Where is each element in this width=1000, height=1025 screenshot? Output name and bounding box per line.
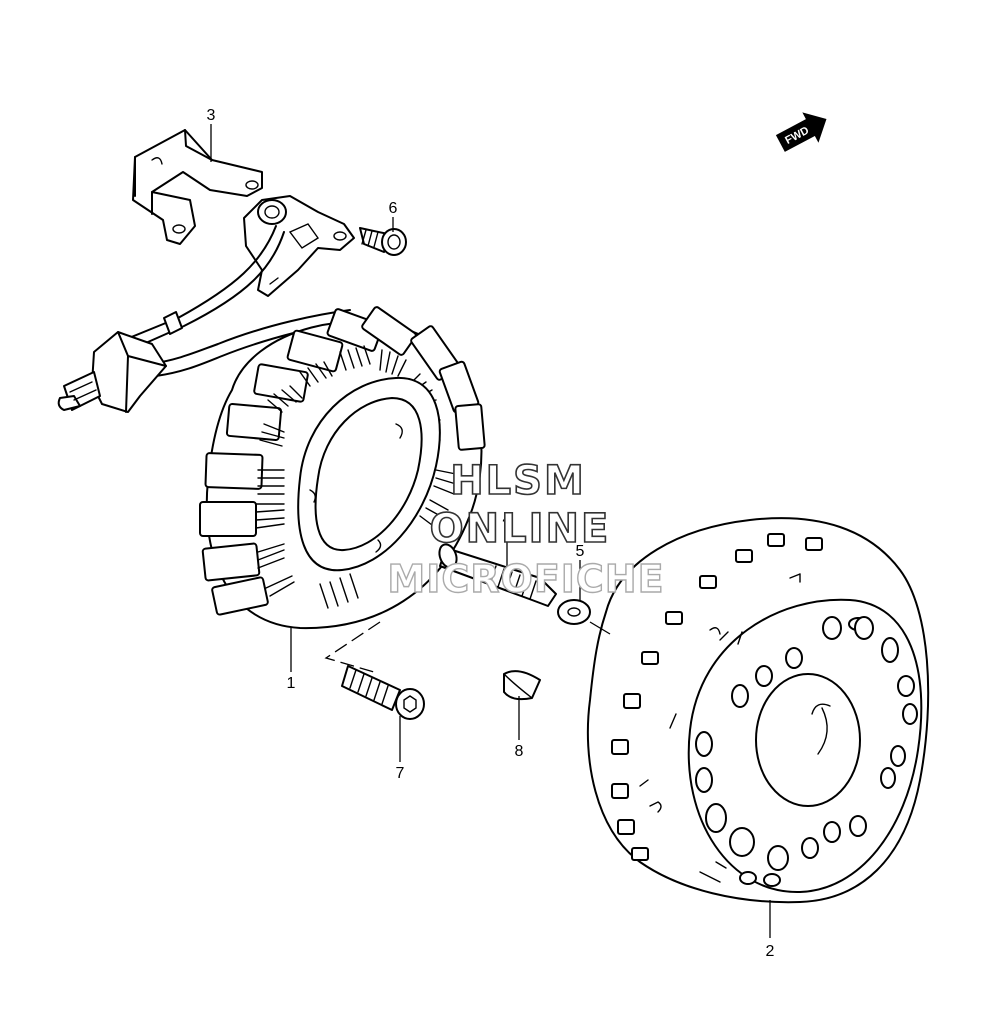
watermark-line-3: MICROFICHE bbox=[387, 557, 664, 601]
stator-part-1 bbox=[199, 306, 486, 630]
callout-6: 6 bbox=[389, 200, 398, 217]
rotor-part-2 bbox=[586, 517, 930, 904]
watermark-line-1: HLSM bbox=[450, 458, 586, 504]
key-part-8 bbox=[503, 670, 541, 701]
fwd-arrow-icon: FWD bbox=[775, 112, 827, 152]
rotor-holes bbox=[695, 616, 918, 887]
wire-harness bbox=[123, 225, 353, 377]
washer-part-5 bbox=[557, 599, 591, 625]
watermark-line-2: ONLINE bbox=[430, 506, 611, 552]
callout-4: 4 bbox=[503, 511, 512, 528]
callouts: 3 6 1 4 5 7 8 2 bbox=[207, 107, 775, 960]
harness-plate bbox=[243, 195, 355, 297]
rotor-rim-windows bbox=[611, 533, 823, 861]
callout-7: 7 bbox=[396, 765, 405, 782]
bolt-part-4 bbox=[438, 543, 557, 607]
connector-plug bbox=[57, 331, 167, 413]
bolt-part-6 bbox=[359, 227, 407, 256]
leader-lines bbox=[210, 124, 771, 938]
watermark: HLSM ONLINE MICROFICHE bbox=[387, 457, 665, 602]
bracket-part-3 bbox=[132, 129, 263, 245]
callout-2: 2 bbox=[766, 943, 775, 960]
callout-5: 5 bbox=[576, 543, 585, 560]
callout-1: 1 bbox=[287, 675, 296, 692]
bolt-part-7 bbox=[341, 665, 425, 720]
callout-3: 3 bbox=[207, 107, 216, 124]
callout-8: 8 bbox=[515, 743, 524, 760]
